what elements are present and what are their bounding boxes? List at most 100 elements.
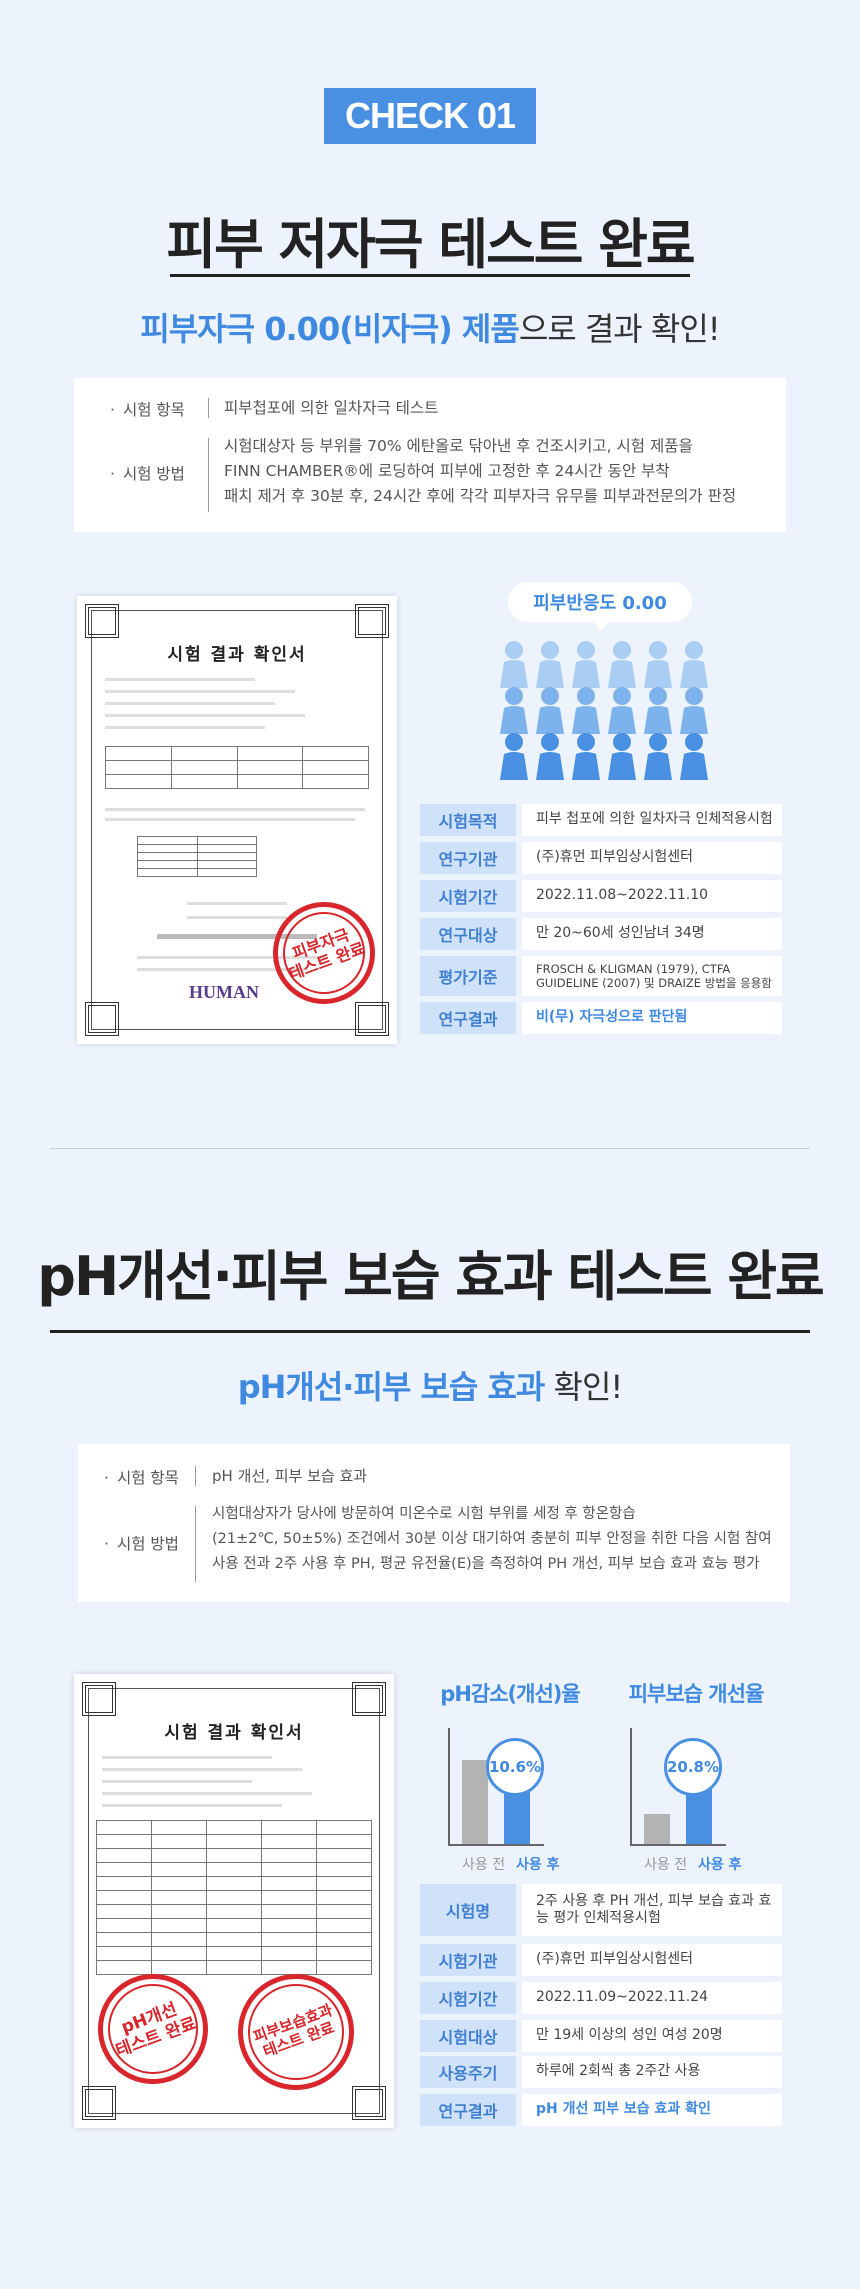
person-icon [572, 733, 600, 780]
change-badge: 20.8% [664, 1738, 722, 1796]
test-item-label: 시험 항목 [110, 398, 260, 420]
criteria-table [137, 836, 257, 877]
test-method-value: 시험대상자 등 부위를 70% 에탄올로 닦아낸 후 건조시키고, 시험 제품을… [224, 434, 736, 509]
test-method-value: 시험대상자가 당사에 방문하여 미온수로 시험 부위를 세정 후 항온항습 (2… [212, 1502, 772, 1577]
ph-chart: 10.6% 사용 전 사용 후 [448, 1728, 568, 1878]
spec-value: 2주 사용 후 PH 개선, 피부 보습 효과 효능 평가 인체적용시험 [522, 1884, 782, 1936]
person-icon [680, 687, 708, 734]
x-tick-label: 사용 전 [462, 1857, 506, 1873]
chart-bar [504, 1791, 530, 1844]
spec-label: 연구결과 [420, 1002, 516, 1034]
y-axis [630, 1728, 632, 1844]
spec-value: FROSCH & KLIGMAN (1979), CTFA GUIDELINE … [522, 956, 782, 996]
person-icon [680, 641, 708, 688]
x-axis [448, 1844, 544, 1846]
text-line [187, 916, 287, 919]
spec-label: 시험대상 [420, 2020, 516, 2052]
section2-title-underline [50, 1330, 810, 1333]
people-illustration [500, 641, 708, 780]
test-item-value: pH 개선, 피부 보습 효과 [212, 1467, 368, 1485]
ornament-corner [85, 1002, 119, 1036]
person-icon [644, 733, 672, 780]
person-icon [680, 733, 708, 780]
section2-title: pH개선·피부 보습 효과 테스트 완료 [37, 1245, 824, 1308]
spec-value: 2022.11.08~2022.11.10 [522, 880, 782, 912]
section2-subtitle: pH개선·피부 보습 효과 확인! [0, 1362, 860, 1408]
test-method-line: 사용 전과 2주 사용 후 PH, 평균 유전율(E)을 측정하여 PH 개선,… [212, 1556, 760, 1572]
spec-label: 연구대상 [420, 918, 516, 950]
person-icon [500, 687, 528, 734]
certificate-border [91, 610, 383, 1030]
text-line [102, 1768, 302, 1771]
person-icon [644, 641, 672, 688]
person-icon [608, 687, 636, 734]
person-icon [536, 733, 564, 780]
y-axis [448, 1728, 450, 1844]
section1-subtitle-rest: 으로 결과 확인! [518, 310, 721, 348]
x-axis [630, 1844, 726, 1846]
certificate-border [88, 1688, 380, 2114]
stamp-line: 피부보습효과 [250, 2000, 335, 2046]
stamp-line: 테스트 완료 [286, 938, 368, 984]
test-method-label: 시험 방법 [110, 462, 260, 484]
text-line [105, 818, 355, 821]
ornament-corner [352, 2086, 386, 2120]
section2-subtitle-rest: 확인! [544, 1368, 624, 1406]
separator [195, 1506, 196, 1582]
spec-label: 연구결과 [420, 2094, 516, 2126]
test-method-line: (21±2℃, 50±5%) 조건에서 30분 이상 대기하여 충분히 피부 안… [212, 1531, 772, 1547]
text-line [102, 1780, 252, 1783]
ornament-corner [85, 604, 119, 638]
separator [208, 398, 209, 418]
section1-title-underline [170, 274, 690, 277]
human-logo: HUMAN [189, 982, 259, 1002]
spec-value: 만 19세 이상의 성인 여성 20명 [522, 2020, 782, 2052]
spec-value: 비(무) 자극성으로 판단됨 [522, 1002, 782, 1034]
section-divider [50, 1148, 810, 1149]
ornament-corner [82, 2086, 116, 2120]
spec-value: (주)휴먼 피부임상시험센터 [522, 842, 782, 874]
test-method-line: 패치 제거 후 30분 후, 24시간 후에 각각 피부자극 유무를 피부과전문… [224, 487, 737, 505]
spec-label: 시험기간 [420, 880, 516, 912]
ornament-corner [355, 1002, 389, 1036]
stamp-line: 테스트 완료 [260, 2018, 337, 2061]
test-method-label: 시험 방법 [104, 1532, 254, 1554]
test-method-line: 시험대상자 등 부위를 70% 에탄올로 닦아낸 후 건조시키고, 시험 제품을 [224, 437, 693, 455]
chart-bar [462, 1760, 488, 1844]
spec-value: (주)휴먼 피부임상시험센터 [522, 1944, 782, 1976]
moisture-chart: 20.8% 사용 전 사용 후 [630, 1728, 750, 1878]
text-line [105, 726, 265, 729]
text-line [102, 1804, 282, 1807]
spec-value: pH 개선 피부 보습 효과 확인 [522, 2094, 782, 2126]
skin-reaction-pill: 피부반응도 0.00 [508, 582, 692, 622]
ornament-corner [352, 1682, 386, 1716]
section2-test-info: 시험 항목 pH 개선, 피부 보습 효과 시험 방법 시험대상자가 당사에 방… [78, 1444, 790, 1602]
spec-label: 평가기준 [420, 956, 516, 996]
text-line [105, 690, 295, 693]
text-line [102, 1792, 312, 1795]
person-icon [572, 687, 600, 734]
spec-label: 시험기관 [420, 1944, 516, 1976]
person-icon [500, 733, 528, 780]
section2-subtitle-highlight: pH개선·피부 보습 효과 [237, 1368, 546, 1406]
separator [195, 1466, 196, 1486]
text-line [105, 702, 275, 705]
check-badge: CHECK 01 [324, 88, 536, 144]
person-icon [572, 641, 600, 688]
separator [208, 438, 209, 512]
spec-value: 하루에 2회씩 총 2주간 사용 [522, 2056, 782, 2088]
chart-title: pH감소(개선)율 [440, 1682, 580, 1706]
text-line [137, 956, 327, 959]
text-line [187, 902, 287, 905]
section1-test-info: 시험 항목 피부첩포에 의한 일차자극 테스트 시험 방법 시험대상자 등 부위… [74, 378, 786, 532]
person-icon [536, 687, 564, 734]
chart-title: 피부보습 개선율 [628, 1682, 765, 1706]
ornament-corner [82, 1682, 116, 1716]
certificate-table [105, 746, 369, 789]
test-method-line: FINN CHAMBER®에 로딩하여 피부에 고정한 후 24시간 동안 부착 [224, 462, 670, 480]
stamp-line: 피부자극 [289, 924, 352, 963]
stamp-line: 테스트 완료 [113, 2013, 200, 2062]
